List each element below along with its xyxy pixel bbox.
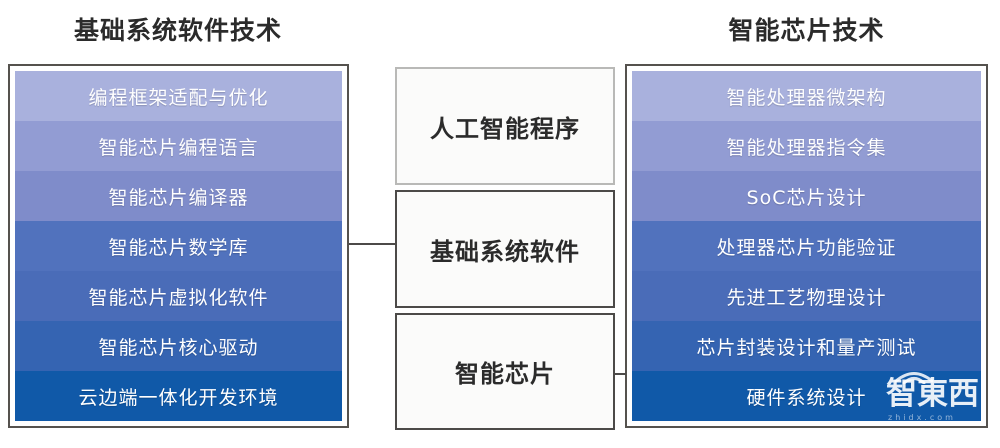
center-box-ai-program[interactable]: 人工智能程序	[395, 67, 615, 185]
band-label: 智能处理器指令集	[726, 136, 887, 159]
band-right-2[interactable]: SoC芯片设计	[632, 171, 981, 221]
band-left-4[interactable]: 智能芯片虚拟化软件	[15, 271, 342, 321]
band-left-6[interactable]: 云边端一体化开发环境	[15, 371, 342, 421]
band-label: 智能芯片编译器	[108, 186, 249, 209]
band-label: 智能芯片数学库	[108, 236, 249, 259]
left-column-title: 基础系统软件技术	[73, 16, 282, 45]
band-label: 硬件系统设计	[746, 386, 867, 409]
band-left-5[interactable]: 智能芯片核心驱动	[15, 321, 342, 371]
left-band-stack: 编程框架适配与优化智能芯片编程语言智能芯片编译器智能芯片数学库智能芯片虚拟化软件…	[15, 71, 342, 421]
band-right-3[interactable]: 处理器芯片功能验证	[632, 221, 981, 271]
band-right-1[interactable]: 智能处理器指令集	[632, 121, 981, 171]
band-label: SoC芯片设计	[746, 186, 867, 209]
band-right-6[interactable]: 硬件系统设计	[632, 371, 981, 421]
right-column-panel: 智能处理器微架构智能处理器指令集 SoC芯片设计处理器芯片功能验证先进工艺物理设计…	[625, 64, 988, 428]
band-label: 云边端一体化开发环境	[78, 386, 279, 409]
connector-center-to-right	[614, 373, 626, 375]
center-box-ai-chip[interactable]: 智能芯片	[395, 313, 615, 430]
band-label: 编程框架适配与优化	[88, 86, 269, 109]
band-left-2[interactable]: 智能芯片编译器	[15, 171, 342, 221]
right-band-stack: 智能处理器微架构智能处理器指令集 SoC芯片设计处理器芯片功能验证先进工艺物理设计…	[632, 71, 981, 421]
band-label: 智能芯片虚拟化软件	[88, 286, 269, 309]
band-label: 芯片封装设计和量产测试	[696, 336, 917, 359]
band-label: 智能芯片核心驱动	[98, 336, 259, 359]
center-box-system-software[interactable]: 基础系统软件	[395, 190, 615, 308]
left-column-panel: 编程框架适配与优化智能芯片编程语言智能芯片编译器智能芯片数学库智能芯片虚拟化软件…	[8, 64, 349, 428]
band-left-1[interactable]: 智能芯片编程语言	[15, 121, 342, 171]
band-label: 智能处理器微架构	[726, 86, 887, 109]
right-column-title: 智能芯片技术	[728, 16, 885, 45]
band-label: 处理器芯片功能验证	[716, 236, 897, 259]
band-right-5[interactable]: 芯片封装设计和量产测试	[632, 321, 981, 371]
connector-left-to-center	[349, 243, 396, 245]
band-right-0[interactable]: 智能处理器微架构	[632, 71, 981, 121]
band-label: 先进工艺物理设计	[726, 286, 887, 309]
band-right-4[interactable]: 先进工艺物理设计	[632, 271, 981, 321]
band-left-3[interactable]: 智能芯片数学库	[15, 221, 342, 271]
band-left-0[interactable]: 编程框架适配与优化	[15, 71, 342, 121]
band-label: 智能芯片编程语言	[98, 136, 259, 159]
